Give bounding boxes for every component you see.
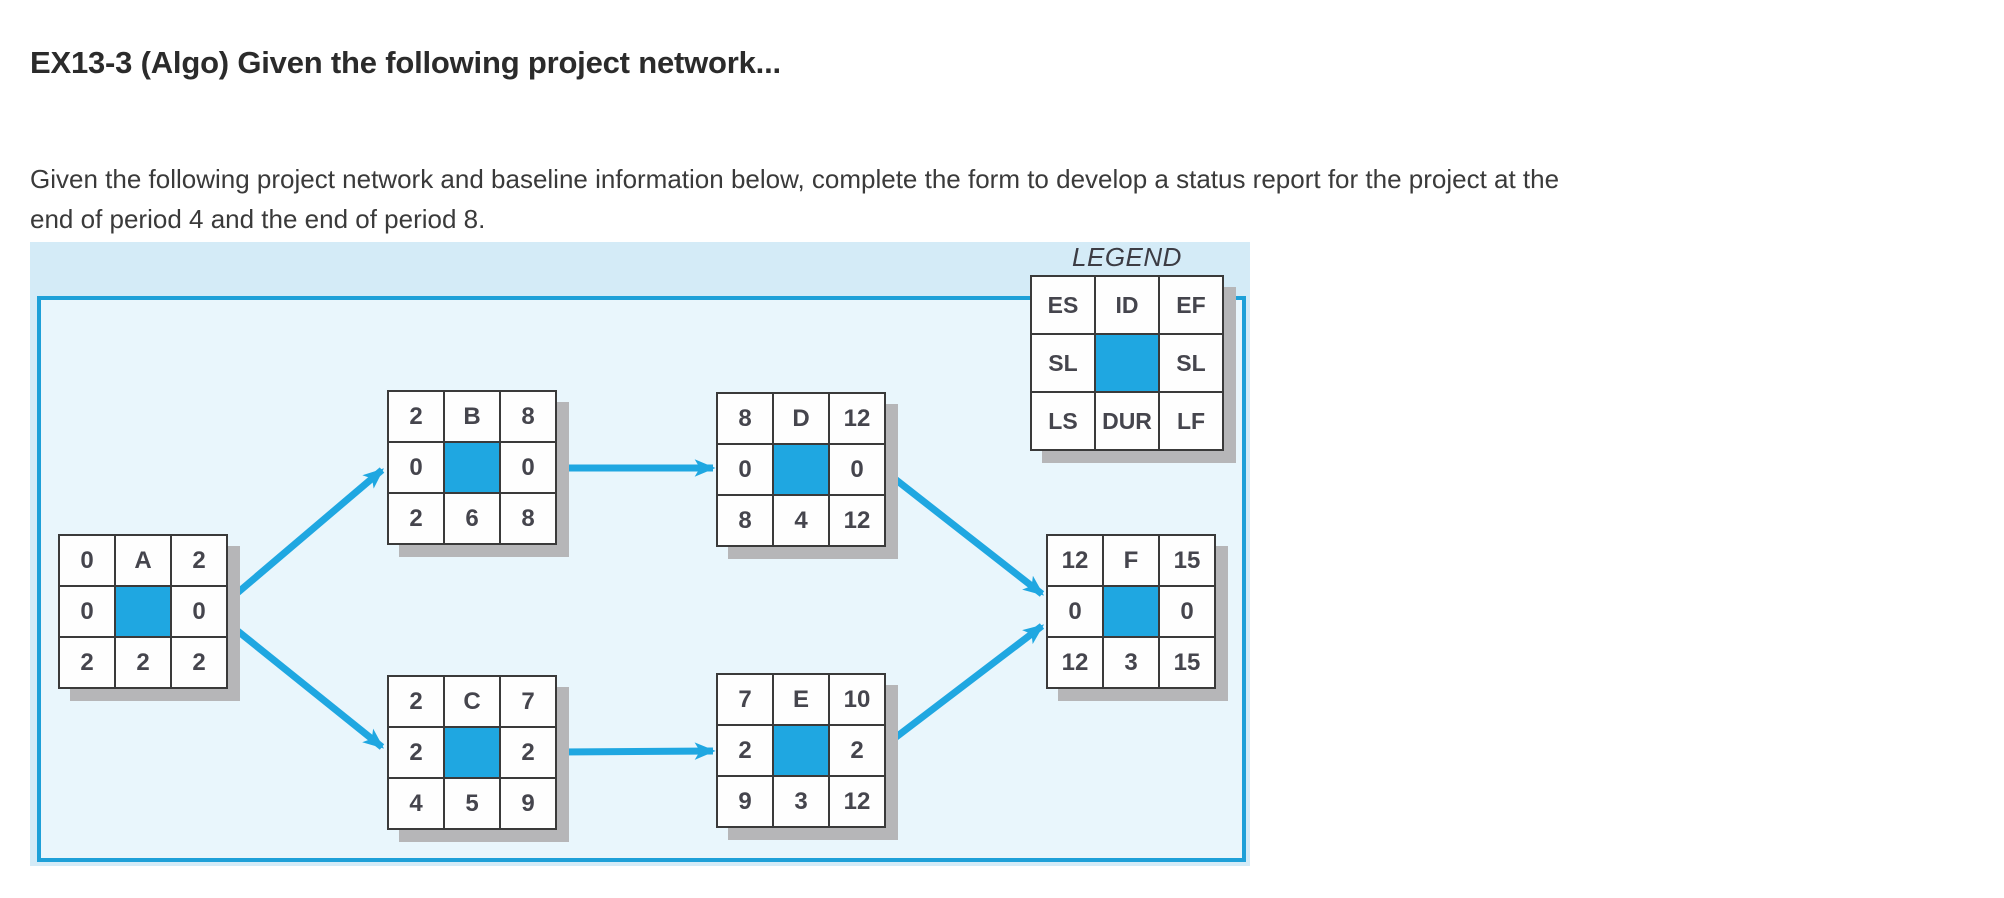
legend-id-label: ID [1096, 277, 1158, 333]
node-F-ef-cell: 15 [1160, 536, 1214, 585]
node-D-ls-cell: 8 [718, 496, 772, 545]
node-C-es-cell: 2 [389, 677, 443, 726]
activity-node-F: 12 F 15 0 0 12 3 15 [1046, 534, 1216, 689]
node-D-id-cell: D [774, 394, 828, 443]
node-F-fill-cell [1104, 587, 1158, 636]
activity-node-A: 0 A 2 0 0 2 2 2 [58, 534, 228, 689]
node-F-es-cell: 12 [1048, 536, 1102, 585]
node-B-ls-cell: 2 [389, 494, 443, 543]
node-B-dur-cell: 6 [445, 494, 499, 543]
node-A-fill-cell [116, 587, 170, 636]
node-E-ls-cell: 9 [718, 777, 772, 826]
node-E-id-cell: E [774, 675, 828, 724]
node-D-fill-cell [774, 445, 828, 494]
legend-fill-cell [1096, 335, 1158, 391]
node-D-ef-cell: 12 [830, 394, 884, 443]
activity-node-E: 7 E 10 2 2 9 3 12 [716, 673, 886, 828]
node-B-ef-cell: 8 [501, 392, 555, 441]
node-A-sl-right-cell: 0 [172, 587, 226, 636]
node-E-sl-right-cell: 2 [830, 726, 884, 775]
node-B-lf-cell: 8 [501, 494, 555, 543]
problem-statement: Given the following project network and … [30, 159, 1559, 239]
node-A-ef-cell: 2 [172, 536, 226, 585]
node-C-fill-cell [445, 728, 499, 777]
page-title: EX13-3 (Algo) Given the following projec… [30, 44, 781, 80]
node-A-lf-cell: 2 [172, 638, 226, 687]
node-C-sl-left-cell: 2 [389, 728, 443, 777]
legend-sl-left-label: SL [1032, 335, 1094, 391]
node-C-dur-cell: 5 [445, 779, 499, 828]
node-F-dur-cell: 3 [1104, 638, 1158, 687]
node-A-ls-cell: 2 [60, 638, 114, 687]
legend-ef-label: EF [1160, 277, 1222, 333]
node-C-ls-cell: 4 [389, 779, 443, 828]
node-D-es-cell: 8 [718, 394, 772, 443]
node-A-sl-left-cell: 0 [60, 587, 114, 636]
node-B-sl-right-cell: 0 [501, 443, 555, 492]
node-A-es-cell: 0 [60, 536, 114, 585]
problem-statement-line-2: end of period 4 and the end of period 8. [30, 204, 486, 234]
node-C-ef-cell: 7 [501, 677, 555, 726]
node-D-lf-cell: 12 [830, 496, 884, 545]
legend-node: ES ID EF SL SL LS DUR LF [1030, 275, 1224, 451]
node-D-sl-left-cell: 0 [718, 445, 772, 494]
node-F-ls-cell: 12 [1048, 638, 1102, 687]
node-E-fill-cell [774, 726, 828, 775]
node-E-es-cell: 7 [718, 675, 772, 724]
legend-dur-label: DUR [1096, 393, 1158, 449]
node-C-sl-right-cell: 2 [501, 728, 555, 777]
node-E-lf-cell: 12 [830, 777, 884, 826]
node-D-dur-cell: 4 [774, 496, 828, 545]
legend-sl-right-label: SL [1160, 335, 1222, 391]
legend-lf-label: LF [1160, 393, 1222, 449]
activity-node-C: 2 C 7 2 2 4 5 9 [387, 675, 557, 830]
activity-node-D: 8 D 12 0 0 8 4 12 [716, 392, 886, 547]
node-C-id-cell: C [445, 677, 499, 726]
node-D-sl-right-cell: 0 [830, 445, 884, 494]
node-F-sl-right-cell: 0 [1160, 587, 1214, 636]
node-F-sl-left-cell: 0 [1048, 587, 1102, 636]
node-E-sl-left-cell: 2 [718, 726, 772, 775]
problem-statement-line-1: Given the following project network and … [30, 164, 1560, 194]
node-F-lf-cell: 15 [1160, 638, 1214, 687]
node-E-dur-cell: 3 [774, 777, 828, 826]
project-network-diagram: LEGEND ES ID EF SL SL LS DUR LF 0 A 2 0 … [30, 242, 1250, 866]
node-F-id-cell: F [1104, 536, 1158, 585]
node-B-sl-left-cell: 0 [389, 443, 443, 492]
node-E-ef-cell: 10 [830, 675, 884, 724]
node-B-fill-cell [445, 443, 499, 492]
node-A-id-cell: A [116, 536, 170, 585]
node-A-dur-cell: 2 [116, 638, 170, 687]
node-C-lf-cell: 9 [501, 779, 555, 828]
legend-ls-label: LS [1032, 393, 1094, 449]
legend-es-label: ES [1032, 277, 1094, 333]
node-B-es-cell: 2 [389, 392, 443, 441]
node-B-id-cell: B [445, 392, 499, 441]
legend-title: LEGEND [1072, 242, 1182, 272]
activity-node-B: 2 B 8 0 0 2 6 8 [387, 390, 557, 545]
